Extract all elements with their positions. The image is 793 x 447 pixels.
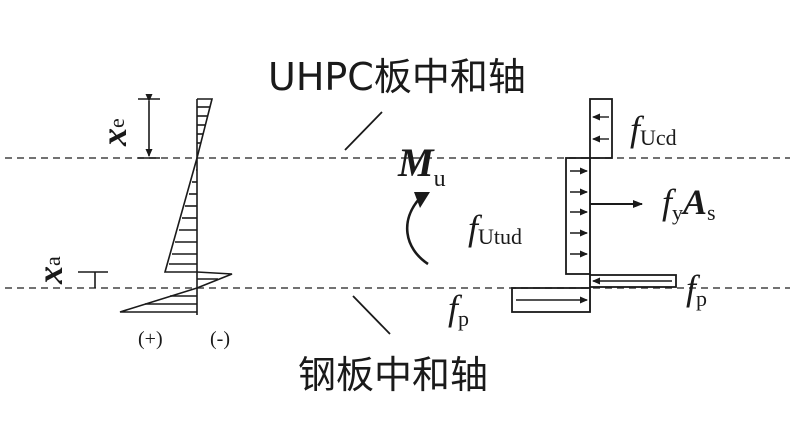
xe-dimension — [138, 94, 160, 159]
xa-label: xa — [30, 256, 70, 285]
uhpc-axis-label: UHPC板中和轴 — [268, 55, 526, 99]
uhpc-axis-leader — [344, 111, 383, 151]
moment-symbol: Mu — [397, 140, 446, 192]
f-ucd-label: fUcd — [630, 109, 677, 150]
negative-sign-label: (-) — [210, 328, 230, 350]
fp-left-label: fp — [448, 288, 469, 331]
fp-right-label: fp — [686, 268, 707, 311]
moment-arrowhead — [414, 192, 430, 208]
steel-axis-leader — [352, 295, 391, 335]
xe-label: xe — [94, 118, 134, 147]
steel-axis-label: 钢板中和轴 — [298, 353, 488, 397]
stress-distribution — [511, 98, 677, 313]
fy-as-label: fyAs — [662, 182, 716, 225]
xa-dimension — [78, 271, 108, 288]
positive-sign-label: (+) — [138, 328, 163, 350]
f-utud-label: fUtud — [468, 208, 522, 249]
moment-arrow — [405, 197, 429, 266]
strain-distribution — [119, 98, 233, 315]
